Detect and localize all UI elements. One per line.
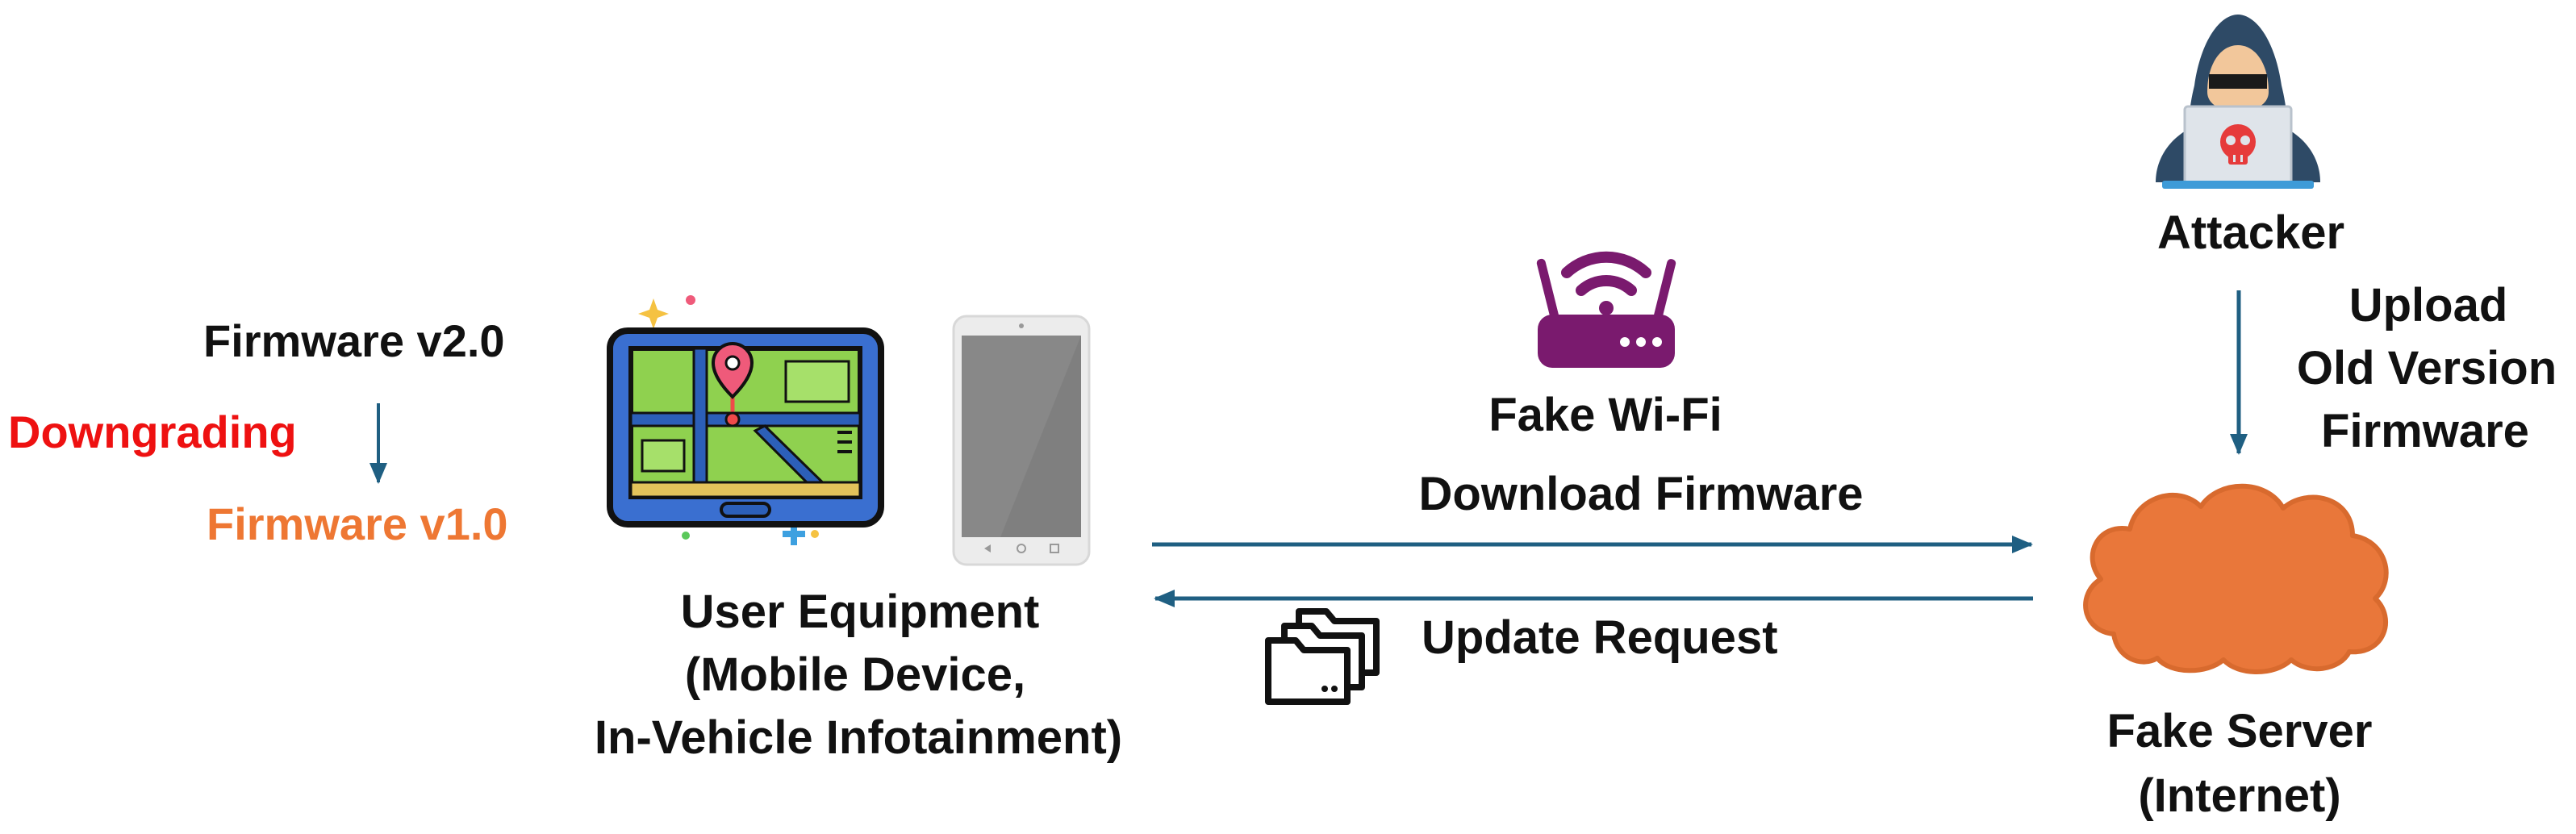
user-equipment-line3: In-Vehicle Infotainment) <box>594 711 1123 764</box>
firmware-current-label: Firmware v2.0 <box>203 315 505 366</box>
upload-line3: Firmware <box>2321 405 2529 457</box>
fake-wifi-label: Fake Wi-Fi <box>1488 389 1722 441</box>
router-icon <box>1536 251 1676 368</box>
downgrading-label: Downgrading <box>8 407 297 457</box>
cloud-icon <box>2083 483 2389 674</box>
tablet-map-icon <box>607 295 884 545</box>
fake-server-line2: (Internet) <box>2138 769 2341 822</box>
user-equipment-line1: User Equipment <box>680 586 1040 638</box>
download-firmware-label: Download Firmware <box>1418 468 1864 520</box>
update-request-label: Update Request <box>1422 611 1778 664</box>
smartphone-icon <box>952 315 1091 566</box>
fake-server-line1: Fake Server <box>2106 705 2373 757</box>
upload-line1: Upload <box>2348 279 2508 332</box>
hacker-icon <box>2156 15 2320 189</box>
user-equipment-line2: (Mobile Device, <box>684 648 1026 701</box>
firmware-target-label: Firmware v1.0 <box>207 498 508 549</box>
attacker-label: Attacker <box>2156 206 2345 259</box>
upload-line2: Old Version <box>2296 342 2557 394</box>
folders-icon <box>1265 608 1380 705</box>
